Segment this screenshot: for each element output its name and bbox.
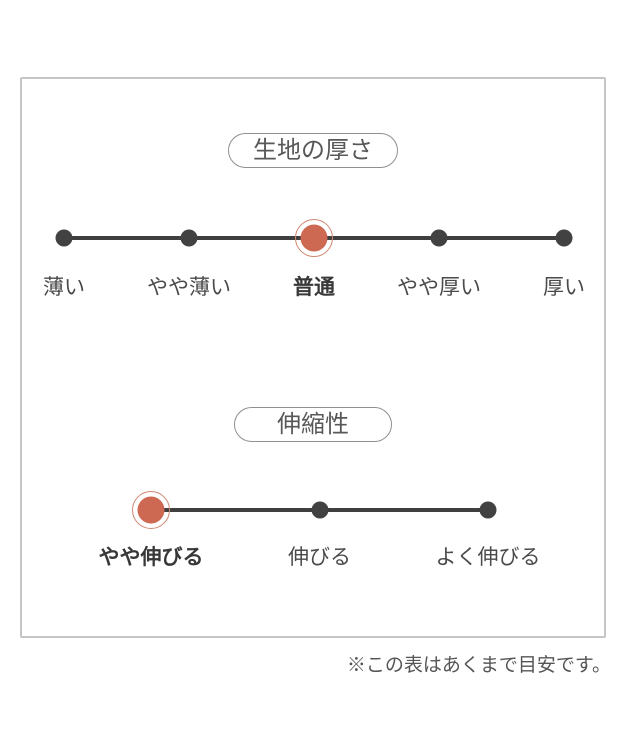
dot-icon [555, 229, 573, 247]
disclaimer-note: ※この表はあくまで目安です。 [346, 655, 611, 676]
scale-label-thin: 薄い [43, 276, 85, 299]
scale-title-badge: 生地の厚さ [228, 133, 398, 168]
scale-label-rather-thick: やや厚い [397, 276, 481, 299]
scale-label-thick: 厚い [543, 276, 585, 299]
dot-icon [430, 229, 448, 247]
dot-icon [137, 496, 165, 524]
scale-label-rather-thin: やや薄い [147, 276, 231, 299]
scale-labels: やや伸びる 伸びる よく伸びる [99, 545, 541, 571]
dot-icon [180, 229, 198, 247]
dot-icon [300, 224, 328, 252]
scale-title: 生地の厚さ [253, 137, 373, 164]
scale-label-stretches: 伸びる [288, 546, 351, 569]
dot-icon [311, 501, 328, 519]
scale-label-stretches-somewhat: やや伸びる [98, 546, 204, 569]
scale-labels: 薄い やや薄い 普通 やや厚い 厚い [43, 275, 585, 301]
dot-icon [55, 229, 73, 247]
selected-ring [132, 491, 170, 529]
scale-label-stretches-well: よく伸びる [435, 546, 541, 569]
scale-title-badge: 伸縮性 [234, 407, 392, 442]
scale-label-normal: 普通 [293, 276, 335, 299]
spec-panel: 生地の厚さ 薄い やや薄い 普通 やや厚い 厚い 伸縮性 [20, 77, 606, 638]
dot-icon [479, 501, 497, 519]
scale-title: 伸縮性 [277, 411, 349, 438]
selected-ring [295, 219, 333, 257]
